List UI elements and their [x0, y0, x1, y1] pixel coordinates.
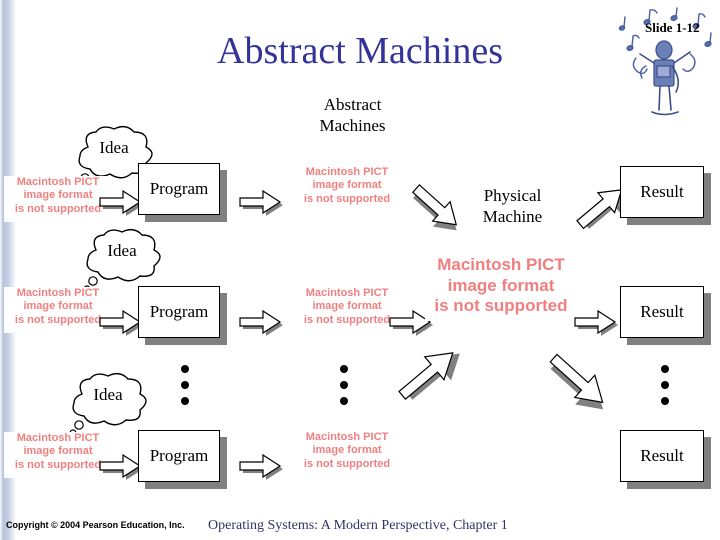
program-label: Program — [138, 163, 220, 215]
course-footer-text: Operating Systems: A Modern Perspective,… — [208, 518, 508, 533]
idea-label: Idea — [93, 385, 123, 404]
right-arrow-icon — [98, 452, 146, 487]
copyright-notice: Copyright © 2004 Pearson Education, Inc. — [6, 520, 185, 530]
idea-label: Idea — [99, 138, 129, 157]
conductor-music-notes-clipart — [612, 6, 716, 116]
slide-number: Slide 1-12 — [645, 20, 700, 35]
right-arrow-icon — [573, 308, 621, 343]
abstract-machines-label: Abstract Machines — [319, 95, 386, 135]
program-box: Program — [138, 163, 227, 222]
physical-machine-label: Physical Machine — [482, 186, 543, 226]
pict-unsupported-placeholder: Macintosh PICT image format is not suppo… — [295, 166, 399, 212]
right-arrow-icon — [388, 308, 436, 343]
pict-unsupported-placeholder: Macintosh PICT image format is not suppo… — [4, 176, 112, 222]
vertical-ellipsis — [181, 365, 191, 413]
result-box: Result — [620, 430, 711, 489]
vertical-ellipsis — [340, 365, 350, 413]
right-arrow-icon — [98, 188, 146, 223]
idea-label: Idea — [107, 241, 137, 260]
vertical-ellipsis — [661, 365, 671, 413]
right-arrow-icon — [238, 452, 286, 487]
pict-unsupported-placeholder: Macintosh PICT image format is not suppo… — [4, 432, 112, 478]
right-arrow-icon — [98, 308, 146, 343]
program-label: Program — [138, 286, 220, 338]
diagonal-down-right-arrow-icon — [400, 180, 470, 247]
pict-unsupported-placeholder-large: Macintosh PICT image format is not suppo… — [425, 255, 577, 321]
program-box: Program — [138, 430, 227, 489]
left-gradient-band — [0, 0, 16, 540]
diagonal-up-right-arrow-icon — [390, 338, 476, 419]
result-box: Result — [620, 286, 711, 345]
idea-thought-bubble: Idea — [62, 372, 154, 442]
diagonal-up-right-arrow-icon — [570, 178, 640, 245]
pict-unsupported-placeholder: Macintosh PICT image format is not suppo… — [295, 431, 399, 477]
pict-unsupported-placeholder: Macintosh PICT image format is not suppo… — [295, 287, 399, 333]
right-arrow-icon — [238, 188, 286, 223]
result-label: Result — [620, 286, 704, 338]
idea-thought-bubble: Idea — [76, 228, 168, 298]
program-label: Program — [138, 430, 220, 482]
right-arrow-icon — [238, 308, 286, 343]
pict-unsupported-placeholder: Macintosh PICT image format is not suppo… — [4, 287, 112, 333]
program-box: Program — [138, 286, 227, 345]
result-label: Result — [620, 166, 704, 218]
diagonal-down-right-arrow-icon — [534, 348, 620, 429]
page-title: Abstract Machines — [217, 30, 503, 72]
result-box: Result — [620, 166, 711, 225]
result-label: Result — [620, 430, 704, 482]
